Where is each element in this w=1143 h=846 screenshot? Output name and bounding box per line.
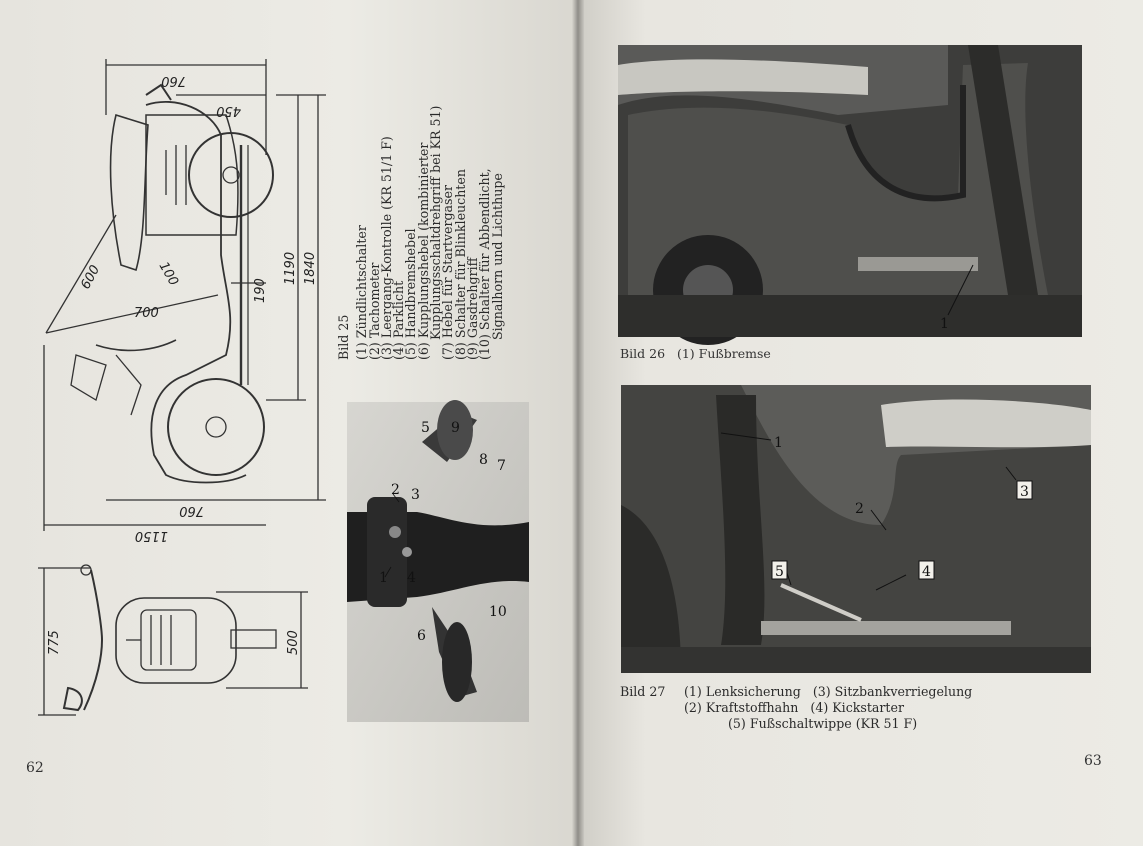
figure27-photo: 1 2 3 4 5 bbox=[621, 385, 1091, 673]
top-view-drawing: 775 500 bbox=[36, 560, 326, 725]
figure27-photo-svg: 1 2 3 4 5 bbox=[621, 385, 1091, 673]
handle-callout-5: 5 bbox=[421, 420, 430, 436]
handle-callout-6: 6 bbox=[417, 628, 426, 644]
figure26-callout-1: 1 bbox=[940, 316, 949, 332]
figure27-callout-2: 2 bbox=[855, 501, 864, 517]
figure27-item-1: (1) Lenksicherung bbox=[684, 684, 801, 699]
dim-760-bottom: 760 bbox=[179, 503, 204, 518]
handle-callout-7: 7 bbox=[497, 458, 506, 474]
dim-450: 450 bbox=[216, 103, 241, 118]
handle-callout-4: 4 bbox=[407, 570, 416, 586]
dim-600: 600 bbox=[78, 263, 103, 292]
figure27-item-4: (4) Kickstarter bbox=[810, 700, 904, 715]
dim-100: 100 bbox=[156, 260, 181, 289]
figure27-item-2: (2) Kraftstoffhahn bbox=[684, 700, 799, 715]
handle-callout-1: 1 bbox=[379, 570, 388, 586]
figure27-caption: Bild 27 (1) Lenksicherung (3) Sitzbankver… bbox=[620, 684, 972, 732]
dim-700: 700 bbox=[134, 306, 159, 321]
side-view-drawing: 760 450 600 700 100 190 1190 1840 760 11… bbox=[36, 55, 336, 543]
page-number-right: 63 bbox=[1084, 753, 1102, 769]
figure25-title: Bild 25 bbox=[336, 314, 351, 360]
page-number-left: 62 bbox=[26, 760, 44, 776]
figure25-caption: Bild 25 (1) Zündlichtschalter (2) Tachom… bbox=[336, 0, 505, 360]
figure27-callout-1: 1 bbox=[774, 435, 783, 451]
handle-callout-10: 10 bbox=[489, 604, 507, 620]
dim-1840: 1840 bbox=[303, 252, 318, 285]
handlebar-photo-svg: 1 2 3 4 5 6 7 8 9 10 bbox=[347, 400, 529, 722]
top-view-svg: 775 500 bbox=[38, 564, 308, 716]
handle-callout-8: 8 bbox=[479, 452, 488, 468]
figure27-callout-3: 3 bbox=[1020, 484, 1029, 500]
handle-callout-3: 3 bbox=[411, 487, 420, 503]
handle-callout-2: 2 bbox=[391, 482, 400, 498]
dim-1190: 1190 bbox=[283, 252, 298, 285]
dim-1150: 1150 bbox=[135, 528, 168, 543]
handle-callout-9: 9 bbox=[451, 420, 460, 436]
book-gutter bbox=[572, 0, 584, 846]
figure27-item-5: (5) Fußschaltwippe (KR 51 F) bbox=[728, 716, 918, 731]
figure27-item-3: (3) Sitzbankverriegelung bbox=[812, 684, 973, 699]
figure27-title: Bild 27 bbox=[620, 684, 666, 699]
figure25-item: Signalhorn und Lichthupe bbox=[489, 173, 505, 360]
dim-760-top: 760 bbox=[161, 73, 186, 88]
figure27-callout-4: 4 bbox=[922, 564, 931, 580]
side-view-svg: 760 450 600 700 100 190 1190 1840 760 11… bbox=[43, 59, 326, 543]
figure26-photo-svg: 1 bbox=[618, 45, 1082, 345]
dim-500: 500 bbox=[286, 630, 301, 655]
dim-775: 775 bbox=[47, 630, 62, 655]
figure26-caption: Bild 26 (1) Fußbremse bbox=[620, 346, 771, 361]
figure26-photo: 1 bbox=[618, 45, 1082, 345]
figure27-callout-5: 5 bbox=[775, 564, 784, 580]
handlebar-photo: 1 2 3 4 5 6 7 8 9 10 bbox=[347, 400, 529, 722]
dim-190: 190 bbox=[253, 278, 268, 303]
